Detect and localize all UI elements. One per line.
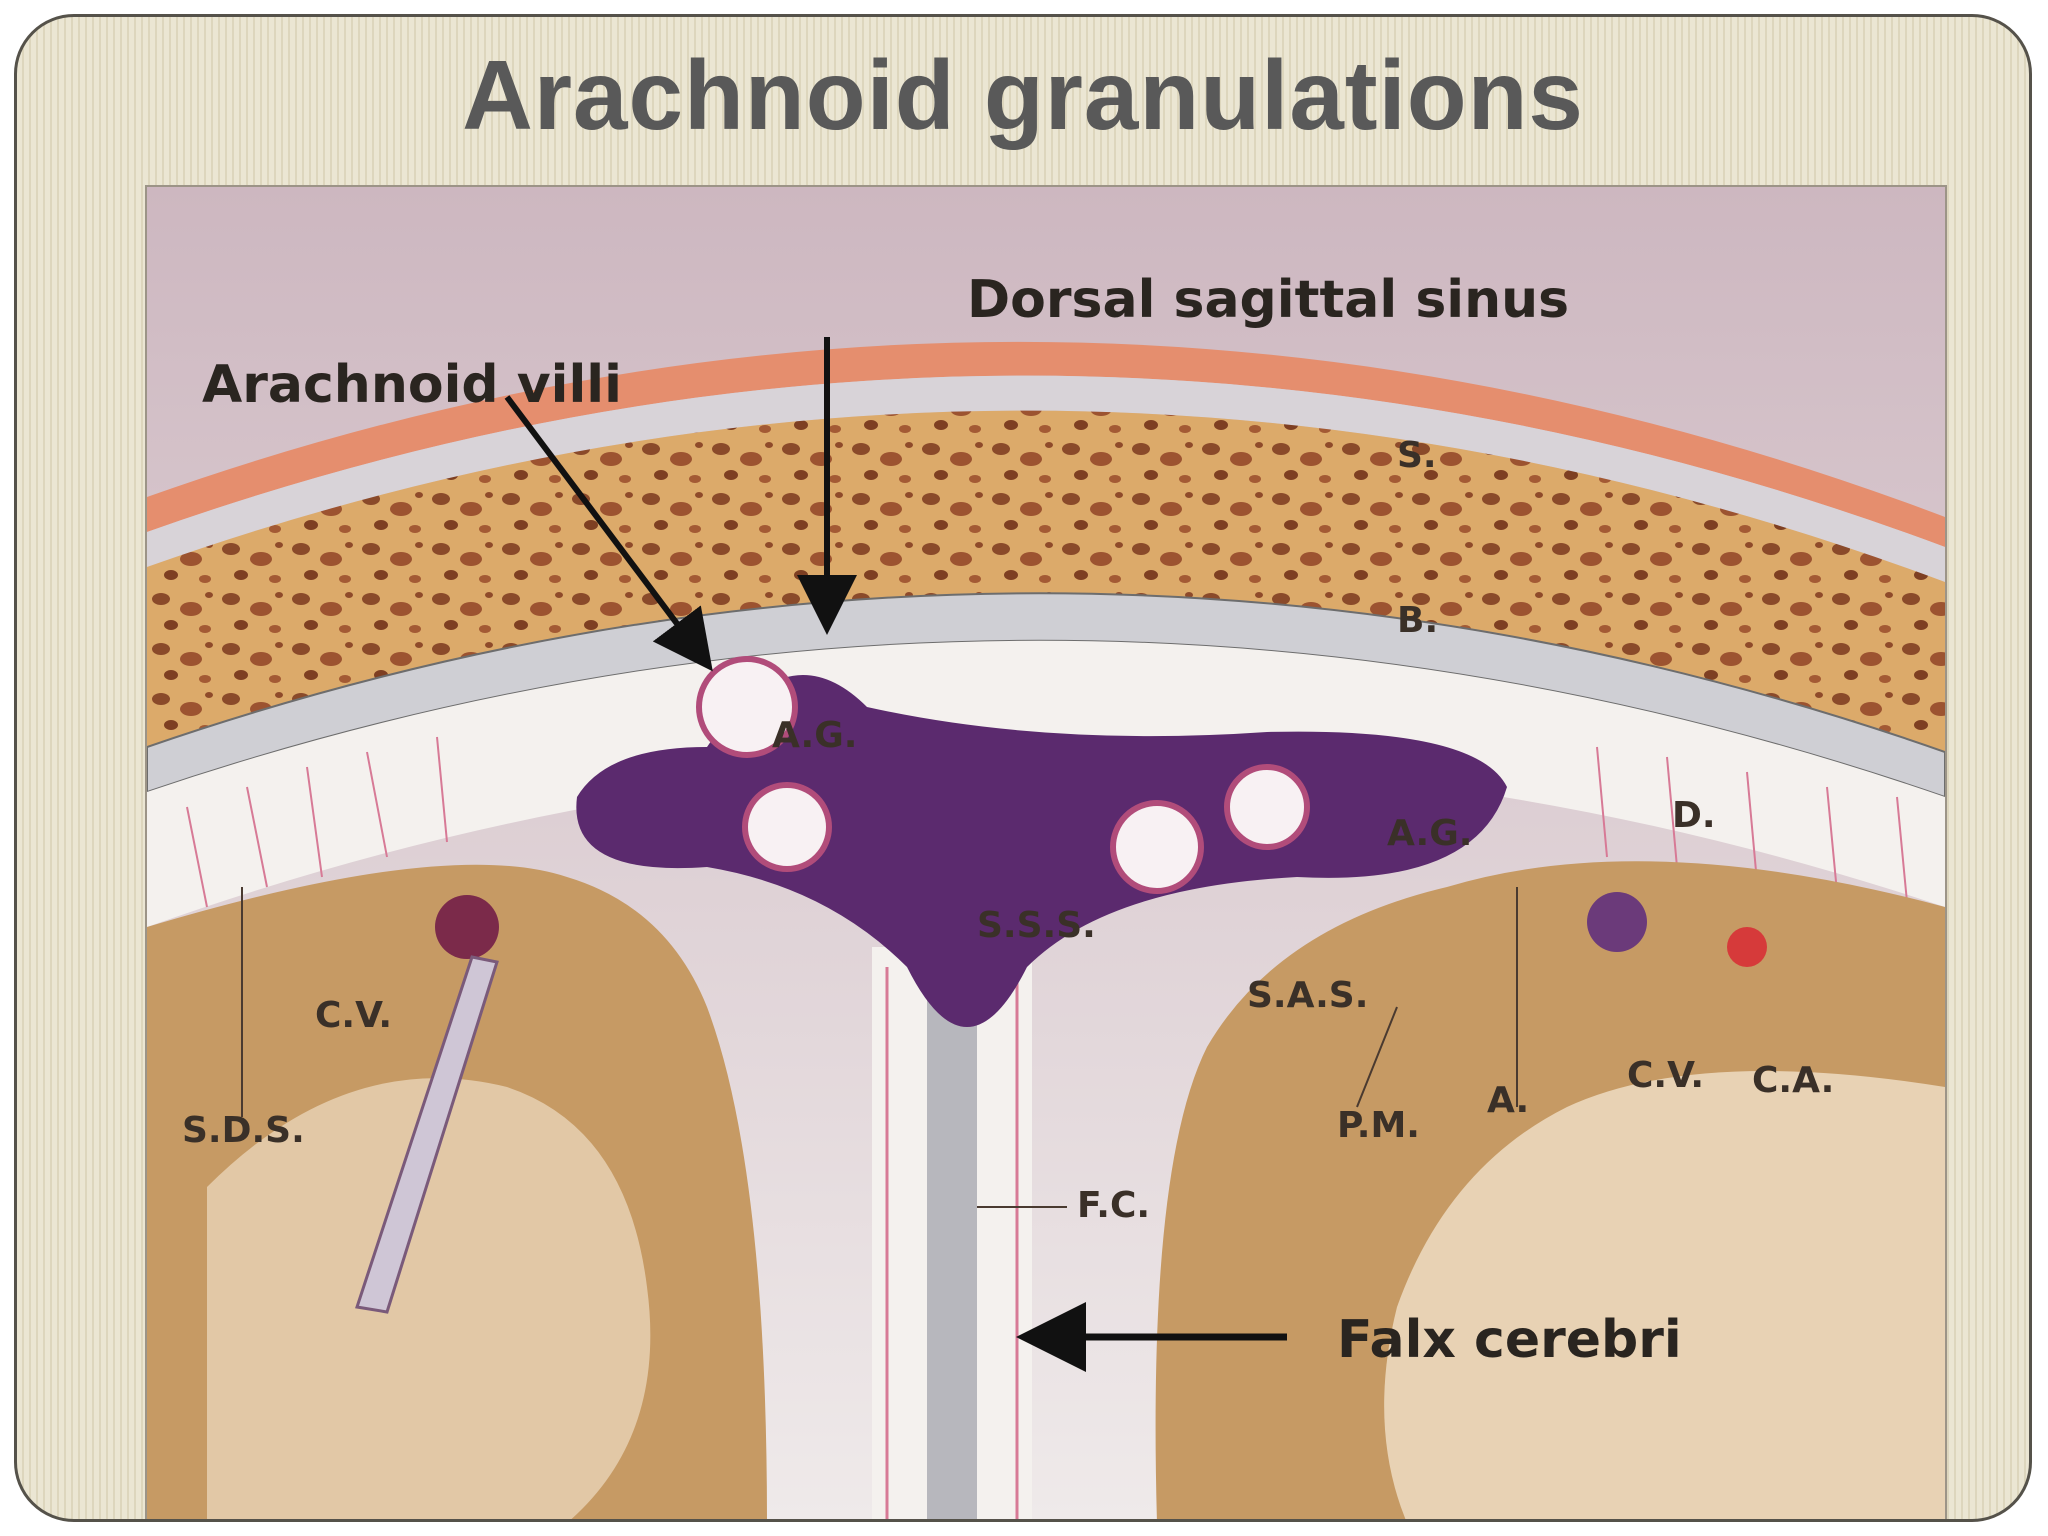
skull-bone-layer [147,410,1945,752]
white-matter-left [207,1078,651,1519]
trabeculae [186,736,1908,908]
skin-layer [147,341,1945,547]
white-matter-right [1384,1071,1945,1519]
label-sds: S.D.S. [182,1110,305,1151]
falx-cerebri-shape [927,987,977,1519]
galea-layer [147,375,1945,582]
label-pm: P.M. [1337,1105,1420,1146]
cerebral-artery [1727,927,1767,967]
label-sas: S.A.S. [1247,975,1368,1016]
label-dura: D. [1672,795,1716,836]
superior-sagittal-sinus-shape [576,675,1507,1027]
arachnoid-villi-arrow [504,395,713,672]
callout-arachnoid-villi: Arachnoid villi [202,355,622,415]
slide-background: Arachnoid granulations [14,14,2032,1522]
callout-falx-cerebri: Falx cerebri [1337,1310,1682,1370]
label-cv-right: C.V. [1627,1055,1704,1096]
cerebral-vein-left [435,895,499,959]
label-bone: B. [1397,600,1438,641]
subarachnoid-space [147,640,1945,927]
label-ca: C.A. [1752,1060,1834,1101]
label-skin: S. [1397,435,1437,476]
cerebral-vein-right [1587,892,1647,952]
vessel-probe-shape [355,955,499,1314]
label-fc: F.C. [1077,1185,1150,1226]
callout-dorsal-sagittal-sinus: Dorsal sagittal sinus [967,270,1569,330]
slide-title: Arachnoid granulations [462,40,1584,150]
falx-pia-lines [885,967,1019,1519]
label-cv-left: C.V. [315,995,392,1036]
label-a: A. [1487,1080,1529,1121]
label-sss: S.S.S. [977,905,1096,946]
anatomy-illustration: Arachnoid villi Dorsal sagittal sinus Fa… [145,185,1947,1519]
leader-lines [241,887,1518,1208]
label-ag-right: A.G. [1387,813,1472,854]
label-ag-left: A.G. [772,715,857,756]
arachnoid-granulations [696,656,1310,894]
anatomy-svg: Arachnoid villi Dorsal sagittal sinus Fa… [147,187,1945,1519]
